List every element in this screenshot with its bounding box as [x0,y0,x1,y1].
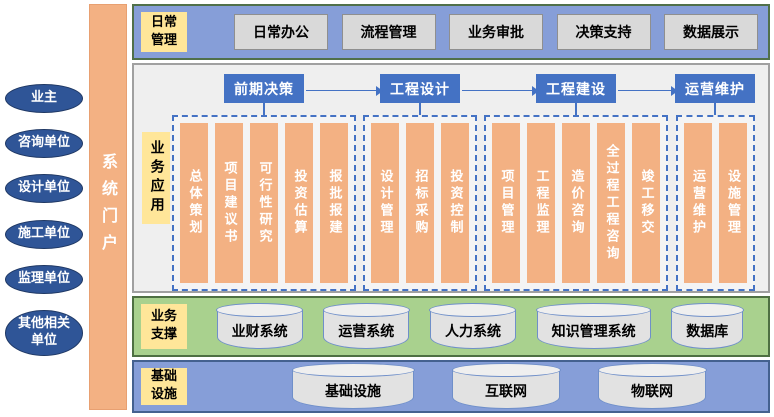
phase-group: 前期决策总体策划项目建议书可行性研究投资估算报批报建 [172,74,356,292]
module-group-box: 设计管理招标采购投资控制 [363,115,477,292]
system-portal-bar[interactable]: 系统门户 [89,4,127,410]
daily-function-button[interactable]: 日常办公 [234,14,328,50]
phase-groups: 前期决策总体策划项目建议书可行性研究投资估算报批报建工程设计设计管理招标采购投资… [172,65,768,292]
stakeholder-oval[interactable]: 监理单位 [5,264,83,294]
business-application-panel: 业务应用 前期决策总体策划项目建议书可行性研究投资估算报批报建工程设计设计管理招… [132,63,770,294]
business-application-label: 业务应用 [142,132,170,225]
stakeholder-oval[interactable]: 设计单位 [5,174,83,204]
module-column[interactable]: 总体策划 [180,123,208,284]
system-cylinder[interactable]: 业财系统 [216,302,304,349]
module-group-box: 运营维护设施管理 [675,115,755,292]
main-area: 日常管理 日常办公 流程管理 业务审批 决策支持 数据展示 业务应用 前期决策总… [132,4,770,413]
module-column[interactable]: 投资估算 [285,123,313,284]
module-column[interactable]: 报批报建 [320,123,348,284]
system-cylinder[interactable]: 知识管理系统 [536,302,652,349]
phase-group: 工程建设项目管理工程监理造价咨询全过程工程咨询竣工移交 [484,74,668,292]
stakeholder-oval[interactable]: 业主 [5,84,83,113]
support-systems-row: 业财系统 运营系统 人力系统 知识管理系统 数据库 [196,298,764,355]
daily-function-button[interactable]: 流程管理 [341,14,436,50]
module-column[interactable]: 项目管理 [492,123,520,284]
module-column[interactable]: 设施管理 [718,123,747,284]
business-support-band: 业务支撑 业财系统 运营系统 人力系统 知识管理系统 数据库 [132,296,770,357]
stakeholder-oval[interactable]: 施工单位 [5,219,83,249]
infrastructure-cylinder[interactable]: 基础设施 [291,362,415,409]
connector-line [714,103,716,116]
module-column[interactable]: 运营维护 [683,123,712,284]
daily-function-button[interactable]: 业务审批 [449,14,543,50]
module-column[interactable]: 工程监理 [527,123,555,284]
module-column[interactable]: 造价咨询 [562,123,590,284]
module-column[interactable]: 可行性研究 [250,123,278,284]
module-column[interactable]: 竣工移交 [632,123,660,284]
daily-function-button[interactable]: 决策支持 [556,14,651,50]
connector-line [575,103,577,116]
phase-header-button[interactable]: 运营维护 [675,74,755,104]
module-column[interactable]: 招标采购 [406,123,434,284]
infrastructure-band: 基础设施 基础设施 互联网 物联网 [132,359,770,413]
phase-group: 运营维护运营维护设施管理 [675,74,755,292]
daily-management-label: 日常管理 [141,12,187,53]
daily-management-band: 日常管理 日常办公 流程管理 业务审批 决策支持 数据展示 [132,4,770,61]
stakeholder-oval[interactable]: 咨询单位 [5,129,83,159]
module-group-box: 项目管理工程监理造价咨询全过程工程咨询竣工移交 [484,115,668,292]
phase-group: 工程设计设计管理招标采购投资控制 [363,74,477,292]
system-cylinder[interactable]: 数据库 [670,302,744,349]
phase-header-button[interactable]: 工程设计 [380,74,460,104]
module-group-box: 总体策划项目建议书可行性研究投资估算报批报建 [172,115,356,292]
infrastructure-cylinder[interactable]: 互联网 [451,362,561,409]
module-column[interactable]: 设计管理 [371,123,399,284]
daily-function-button[interactable]: 数据展示 [664,14,758,50]
infrastructure-label: 基础设施 [141,367,187,405]
stakeholder-oval[interactable]: 其他相关单位 [5,310,83,356]
business-support-label: 业务支撑 [141,304,187,349]
daily-button-row: 日常办公 流程管理 业务审批 决策支持 数据展示 [234,6,758,58]
connector-line [419,103,421,116]
module-column[interactable]: 全过程工程咨询 [597,123,625,284]
system-cylinder[interactable]: 人力系统 [429,302,517,349]
connector-line [263,103,265,116]
module-column[interactable]: 投资控制 [441,123,469,284]
infrastructure-cylinder[interactable]: 物联网 [597,362,707,409]
module-column[interactable]: 项目建议书 [215,123,243,284]
phase-header-button[interactable]: 前期决策 [224,74,304,104]
system-portal-label: 系统门户 [99,153,118,261]
stakeholder-list: 业主 咨询单位 设计单位 施工单位 监理单位 其他相关单位 [0,84,88,356]
system-cylinder[interactable]: 运营系统 [322,302,410,349]
phase-header-button[interactable]: 工程建设 [536,74,616,104]
infrastructure-systems-row: 基础设施 互联网 物联网 [254,362,744,411]
